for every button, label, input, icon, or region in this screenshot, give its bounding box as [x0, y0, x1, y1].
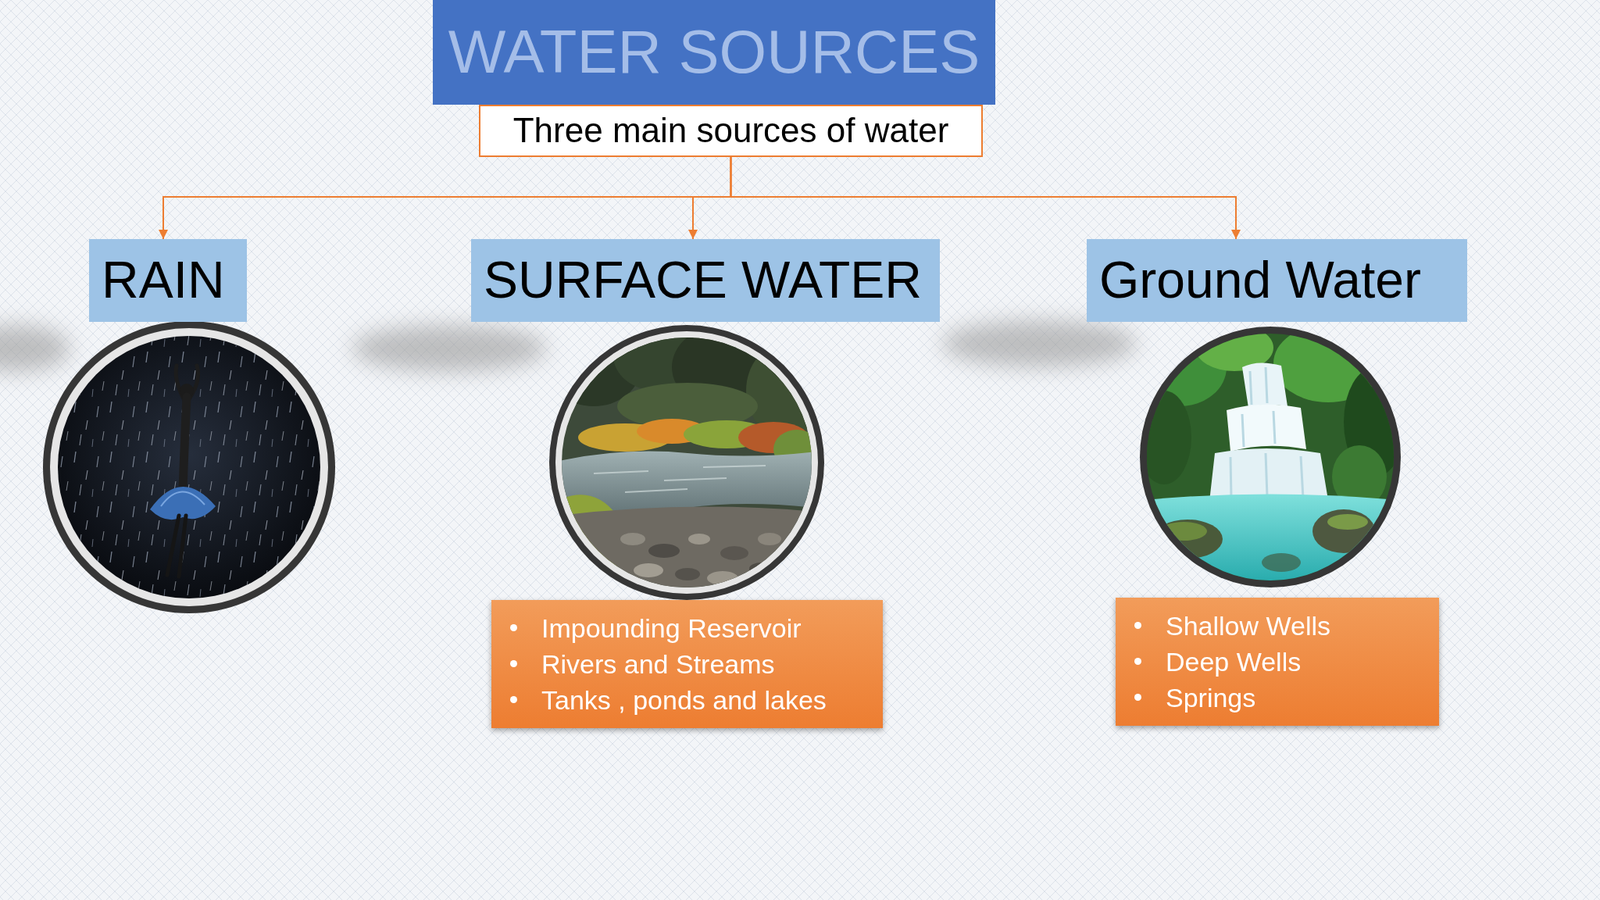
- illustration-part: [0, 325, 71, 372]
- illustration-part: [57, 335, 321, 599]
- illustration-part: [57, 335, 321, 599]
- connector-arrow: [692, 157, 732, 240]
- illustration-part: [688, 533, 711, 545]
- illustration-part: [160, 491, 205, 507]
- rain-illustration: [42, 321, 336, 614]
- category-box: Ground Water: [1086, 239, 1468, 322]
- illustration-part: [546, 320, 825, 594]
- box-label: RAIN: [101, 249, 225, 311]
- title-band: WATER SOURCES: [432, 0, 996, 105]
- illustration-part: [707, 571, 739, 586]
- illustration-part: [675, 567, 700, 581]
- box-label: Ground Water: [1099, 249, 1422, 311]
- illustration-part: [50, 328, 329, 607]
- illustration-part: [593, 465, 766, 493]
- illustration-part: [1132, 328, 1227, 407]
- illustration-part: [1160, 521, 1208, 541]
- illustration-part: [42, 321, 336, 614]
- illustration-part: [182, 396, 187, 491]
- illustration-part: [178, 515, 186, 577]
- category-box: RAIN: [89, 239, 247, 322]
- illustration-part: [1226, 404, 1307, 452]
- illustration-part: [167, 515, 179, 575]
- illustration-part: [648, 543, 680, 558]
- illustration-part: [1261, 553, 1301, 572]
- illustration-part: [1327, 514, 1368, 530]
- illustration-part: [351, 325, 547, 372]
- list-item: Springs: [1165, 679, 1256, 716]
- illustration-part: [1136, 390, 1192, 485]
- illustration-part: [1132, 324, 1407, 586]
- bullet-list-box: Impounding ReservoirRivers and StreamsTa…: [491, 600, 883, 729]
- illustration-part: [150, 486, 216, 520]
- illustration-part: [1312, 509, 1375, 554]
- list-item: Rivers and Streams: [541, 646, 775, 683]
- subtitle-box: Three main sources of water: [478, 104, 983, 158]
- list-item: Shallow Wells: [1165, 607, 1331, 644]
- box-label: Three main sources of water: [513, 110, 950, 152]
- illustration-part: [941, 320, 1137, 368]
- illustration-part: [1152, 519, 1223, 559]
- illustration-part: [57, 335, 321, 599]
- list-item: Impounding Reservoir: [541, 610, 802, 647]
- title-text: WATER SOURCES: [448, 18, 980, 86]
- bullet-list-box: Shallow WellsDeep WellsSprings: [1115, 597, 1440, 726]
- waterfall-illustration: [1132, 324, 1407, 588]
- illustration-part: [1143, 494, 1397, 587]
- box-label: SURFACE WATER: [483, 249, 922, 311]
- illustration-part: [1209, 448, 1329, 502]
- connector-arrow: [163, 157, 732, 240]
- connector-arrow: [731, 157, 1237, 240]
- illustration-part: [1230, 367, 1304, 499]
- illustration-part: [720, 546, 749, 561]
- illustration-part: [757, 532, 782, 546]
- illustration-part: [749, 562, 775, 575]
- illustration-part: [558, 507, 817, 594]
- illustration-part: [549, 325, 825, 600]
- river-illustration: [546, 320, 825, 600]
- list-item: Tanks , ponds and lakes: [541, 682, 827, 718]
- illustration-part: [620, 532, 646, 546]
- illustration-part: [633, 563, 664, 578]
- list-item: Deep Wells: [1165, 643, 1301, 680]
- category-box: SURFACE WATER: [471, 239, 940, 322]
